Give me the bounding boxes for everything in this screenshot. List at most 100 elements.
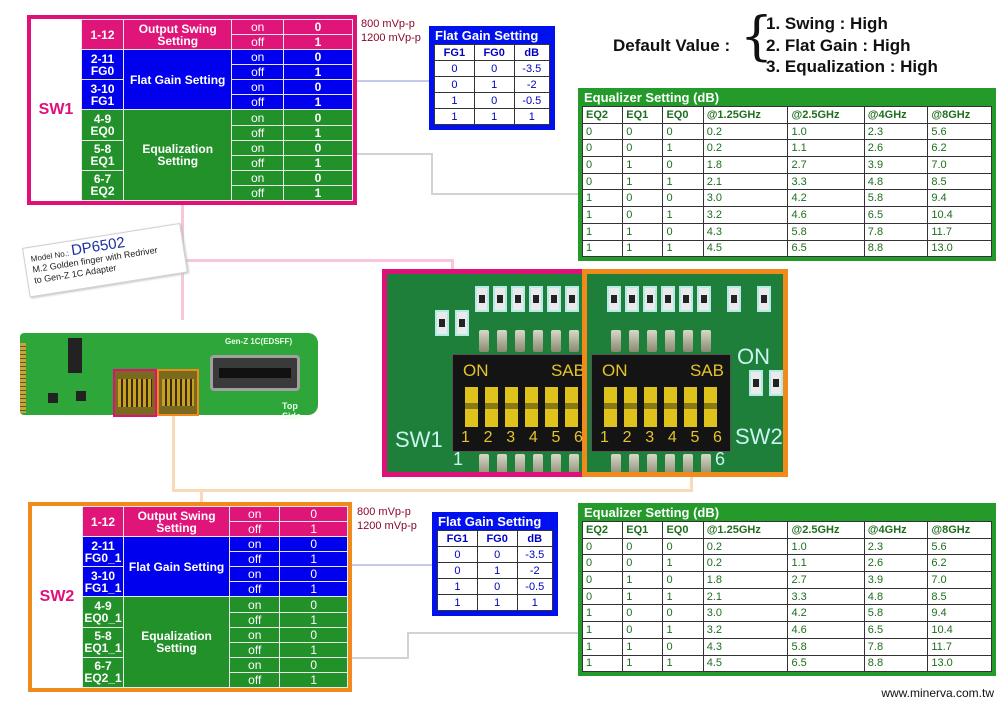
- swing-label: Output Swing Setting: [122, 18, 233, 51]
- dip-lever: [604, 387, 617, 427]
- table-cell: 3.3: [787, 172, 865, 191]
- header-cell: dB: [516, 530, 554, 547]
- table-cell: 2.7: [787, 571, 865, 589]
- state-off: off: [229, 581, 281, 598]
- chip: [48, 393, 58, 403]
- table-cell: 1: [434, 108, 475, 125]
- table-cell: 6.5: [863, 621, 929, 639]
- connector-line: [357, 80, 431, 82]
- table-cell: 0: [622, 554, 664, 573]
- dip-lever: [684, 387, 697, 427]
- table-cell: 5.8: [787, 222, 865, 241]
- table-cell: 1: [622, 587, 664, 606]
- resistor: [435, 310, 449, 336]
- state-off-value: 1: [282, 184, 354, 202]
- state-on-value: 0: [279, 596, 348, 613]
- sw2-grid: 1-12 Output Swing Setting on 0 off 1 2-1…: [81, 505, 348, 689]
- table-cell: 7.0: [927, 571, 992, 589]
- state-off: off: [231, 64, 284, 81]
- table-cell: 0: [622, 122, 664, 141]
- state-off-value: 1: [279, 521, 348, 538]
- sw1-settings-table: SW1 1-12 Output Swing Setting on 0 off 1…: [27, 15, 357, 205]
- table-cell: 1: [662, 239, 704, 258]
- table-cell: 0: [437, 562, 478, 579]
- state-off-value: 1: [279, 641, 348, 658]
- table-cell: 1: [662, 139, 704, 158]
- header-cell: @2.5GHz: [787, 106, 865, 124]
- table-cell: 1: [622, 571, 664, 589]
- sw1-swing-notes: 800 mVp-p 1200 mVp-p: [361, 17, 421, 45]
- table-cell: 6.5: [863, 206, 929, 224]
- state-on-value: 0: [279, 505, 348, 523]
- header-cell: @8GHz: [927, 106, 992, 124]
- state-on-value: 0: [279, 566, 348, 583]
- table-cell: 0: [434, 60, 475, 77]
- default-equalization: 3. Equalization : High: [766, 57, 938, 76]
- header-cell: FG1: [437, 530, 478, 547]
- table-cell: 5.8: [863, 604, 929, 623]
- swing-note-off: 1200 mVp-p: [357, 520, 417, 532]
- table-cell: 1: [662, 621, 704, 639]
- table-cell: 1: [516, 594, 554, 611]
- table-cell: 1: [437, 594, 478, 611]
- table-cell: 4.6: [787, 621, 865, 639]
- connector-line: [407, 632, 579, 634]
- table-cell: 2.3: [863, 537, 929, 556]
- table-cell: 4.2: [787, 189, 865, 208]
- header-cell: FG1: [434, 44, 475, 61]
- table-cell: 1.0: [787, 122, 865, 141]
- state-off: off: [229, 641, 281, 658]
- state-on: on: [231, 169, 284, 186]
- gold-finger: [20, 343, 26, 413]
- dip-lever: [565, 387, 578, 427]
- state-off: off: [229, 671, 281, 689]
- table-cell: 5.8: [787, 637, 865, 656]
- table-cell: 1: [622, 172, 664, 191]
- state-on: on: [231, 109, 284, 126]
- table-cell: 3.2: [702, 621, 789, 639]
- table-cell: 4.3: [702, 637, 789, 656]
- equalizer-title: Equalizer Setting (dB): [584, 90, 720, 105]
- connector-line: [172, 415, 175, 491]
- genz-connector: [210, 355, 300, 391]
- table-cell: -0.5: [513, 92, 551, 109]
- table-cell: -0.5: [516, 578, 554, 595]
- table-cell: 2.1: [702, 587, 789, 606]
- table-cell: -2: [513, 76, 551, 93]
- resistor: [493, 286, 507, 312]
- table-cell: 1: [662, 206, 704, 224]
- resistor: [697, 286, 711, 312]
- sw2-swing-notes: 800 mVp-p 1200 mVp-p: [357, 505, 417, 533]
- header-cell: EQ1: [622, 106, 664, 124]
- table-cell: 0: [622, 189, 664, 208]
- state-on: on: [229, 656, 281, 673]
- table-cell: 10.4: [927, 621, 992, 639]
- table-cell: 0: [581, 537, 624, 556]
- sab-label: SAB: [689, 361, 724, 380]
- table-cell: 0: [662, 604, 704, 623]
- table-cell: 1: [476, 594, 518, 611]
- table-cell: 0: [662, 156, 704, 174]
- table-cell: 7.0: [927, 156, 992, 174]
- sw1-mini-highlight: [113, 369, 157, 417]
- table-cell: 1.8: [702, 156, 789, 174]
- header-cell: FG0: [473, 44, 515, 61]
- state-off: off: [231, 34, 284, 51]
- state-off: off: [229, 611, 281, 628]
- table-cell: 1: [581, 189, 624, 208]
